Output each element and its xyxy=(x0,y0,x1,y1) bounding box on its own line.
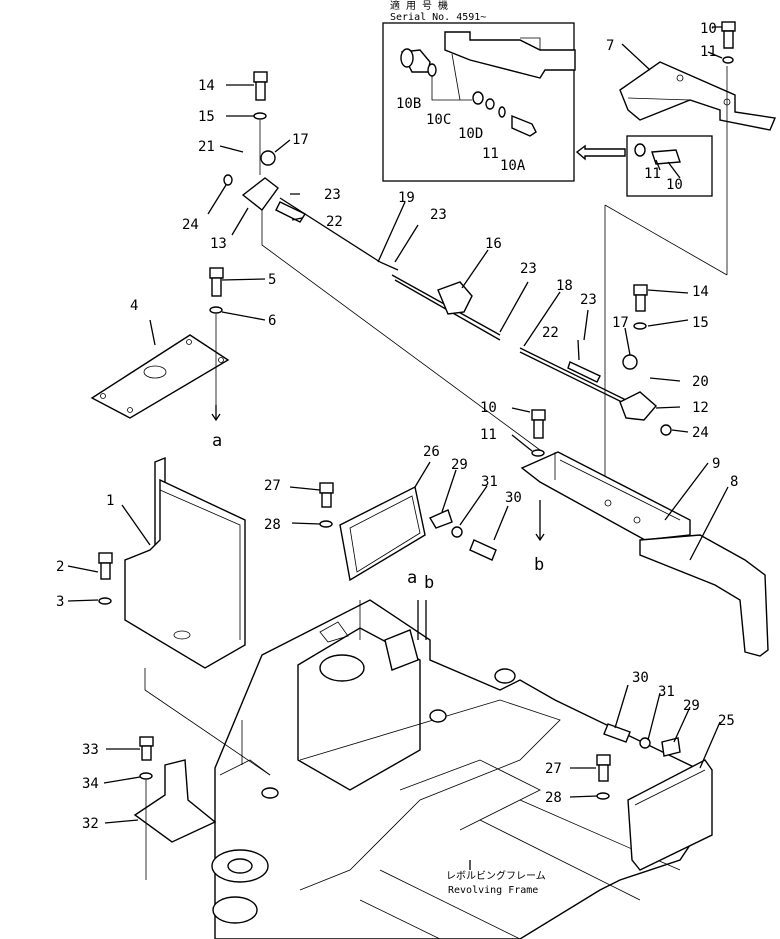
inset-bolt xyxy=(511,114,537,137)
frame-label-en: Revolving Frame xyxy=(448,885,538,896)
callout-b: b xyxy=(424,573,434,593)
callout-13: 13 xyxy=(210,236,227,252)
callout-28: 28 xyxy=(264,517,281,533)
callout-10: 10 xyxy=(700,21,717,37)
callout-17: 17 xyxy=(292,132,309,148)
callout-12: 12 xyxy=(692,400,709,416)
callout-18: 18 xyxy=(556,278,573,294)
callout-30: 30 xyxy=(632,670,649,686)
rod-16-clamp xyxy=(437,281,473,315)
callout-7: 7 xyxy=(606,38,614,54)
plate-32 xyxy=(133,736,217,880)
callout-32: 32 xyxy=(82,816,99,832)
inset-plate xyxy=(444,31,576,79)
callout-27: 27 xyxy=(264,478,281,494)
callout-11: 11 xyxy=(700,44,717,60)
callout-15: 15 xyxy=(692,315,709,331)
callout-a: a xyxy=(407,568,417,588)
plate-4 xyxy=(90,267,230,422)
callout-11: 11 xyxy=(644,166,661,182)
callout-10d: 10D xyxy=(458,126,483,142)
frame-label-jp: レボルビングフレーム xyxy=(446,869,546,882)
callout-22: 22 xyxy=(542,325,559,341)
callout-8: 8 xyxy=(730,474,738,490)
left-linkage xyxy=(223,71,672,505)
inset-jp-caption: 適 用 号 機 xyxy=(390,0,448,12)
cover-25 xyxy=(596,723,713,871)
callout-3: 3 xyxy=(56,594,64,610)
callout-30: 30 xyxy=(505,490,522,506)
callout-16: 16 xyxy=(485,236,502,252)
inset-serial-label: Serial No. 4591~ xyxy=(390,12,486,23)
callout-34: 34 xyxy=(82,776,99,792)
detail-box xyxy=(626,135,713,197)
callout-15: 15 xyxy=(198,109,215,125)
callout-11: 11 xyxy=(480,427,497,443)
callout-25: 25 xyxy=(718,713,735,729)
callout-23: 23 xyxy=(430,207,447,223)
callout-21: 21 xyxy=(198,139,215,155)
rail-8-9 xyxy=(520,409,769,657)
inset-washer xyxy=(472,91,484,105)
inset-clip xyxy=(427,63,437,77)
revolving-frame xyxy=(144,599,701,939)
callout-6: 6 xyxy=(268,313,276,329)
callout-23: 23 xyxy=(520,261,537,277)
callout-27: 27 xyxy=(545,761,562,777)
box-1 xyxy=(98,456,246,669)
callout-22: 22 xyxy=(326,214,343,230)
callout-b: b xyxy=(534,555,544,575)
callout-33: 33 xyxy=(82,742,99,758)
inset-arrow xyxy=(575,144,626,161)
callout-10b: 10B xyxy=(396,96,421,112)
callout-23: 23 xyxy=(580,292,597,308)
callout-31: 31 xyxy=(658,684,675,700)
callout-28: 28 xyxy=(545,790,562,806)
callout-4: 4 xyxy=(130,298,138,314)
callout-20: 20 xyxy=(692,374,709,390)
callout-26: 26 xyxy=(423,444,440,460)
inset-frame xyxy=(382,22,575,182)
callout-29: 29 xyxy=(683,698,700,714)
callout-14: 14 xyxy=(692,284,709,300)
callout-10c: 10C xyxy=(426,112,451,128)
callout-11: 11 xyxy=(482,146,499,162)
callout-labels: 10 11 7 11 10 10B 10C 10D 11 10A 14 15 2… xyxy=(56,21,738,832)
callout-10: 10 xyxy=(666,177,683,193)
callout-24: 24 xyxy=(692,425,709,441)
callout-1: 1 xyxy=(106,493,114,509)
callout-2: 2 xyxy=(56,559,64,575)
callout-5: 5 xyxy=(268,272,276,288)
callout-10a: 10A xyxy=(500,158,526,174)
callout-24: 24 xyxy=(182,217,199,233)
bolt-10-top xyxy=(721,21,736,32)
callout-14: 14 xyxy=(198,78,215,94)
callout-17: 17 xyxy=(612,315,629,331)
callout-29: 29 xyxy=(451,457,468,473)
callout-10: 10 xyxy=(480,400,497,416)
callout-31: 31 xyxy=(481,474,498,490)
plate-26 xyxy=(319,482,497,582)
callout-9: 9 xyxy=(712,456,720,472)
leader-lines xyxy=(67,26,729,824)
washer-11-top xyxy=(722,56,734,64)
bar-8 xyxy=(639,534,769,657)
cover-7 xyxy=(575,21,776,276)
serial-inset: 適 用 号 機 Serial No. 4591~ xyxy=(382,0,576,182)
callout-19: 19 xyxy=(398,190,415,206)
callout-23: 23 xyxy=(324,187,341,203)
callout-a: a xyxy=(212,431,222,451)
washer-24-left xyxy=(223,174,233,186)
